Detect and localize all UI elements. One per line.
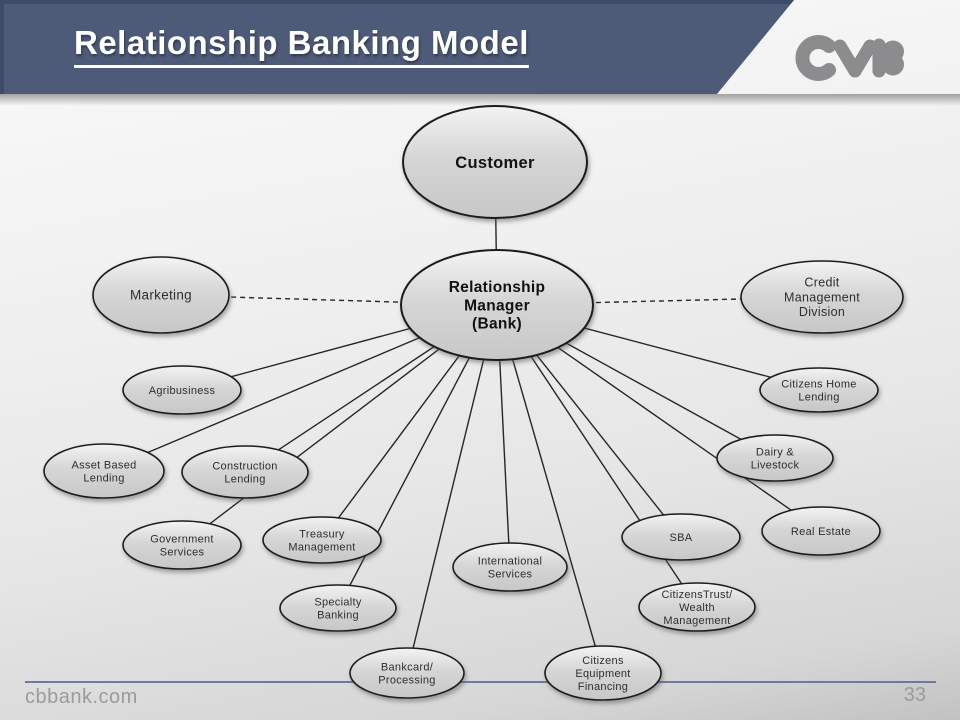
node-ellipse-construction bbox=[181, 445, 309, 499]
node-agribusiness: Agribusiness bbox=[122, 365, 242, 415]
node-label-customer: Customer bbox=[455, 154, 535, 172]
node-customer: Customer bbox=[402, 105, 588, 219]
header-bar bbox=[0, 0, 794, 94]
node-ellipse-credit bbox=[740, 260, 904, 334]
node-ellipse-equipment bbox=[544, 645, 662, 701]
logo-letter-c-icon bbox=[795, 35, 836, 81]
node-ellipse-international bbox=[452, 542, 568, 592]
node-ellipse-sba bbox=[621, 513, 741, 561]
node-label-marketing: Marketing bbox=[130, 288, 192, 303]
node-label-dairy: Dairy &Livestock bbox=[751, 446, 800, 471]
node-bankcard: Bankcard/Processing bbox=[349, 647, 465, 699]
node-ellipse-bankcard bbox=[349, 647, 465, 699]
slide-title: Relationship Banking Model bbox=[74, 24, 529, 68]
header-top-strip bbox=[0, 0, 794, 4]
node-marketing: Marketing bbox=[92, 256, 230, 334]
node-ellipse-asset bbox=[43, 443, 165, 499]
node-realestate: Real Estate bbox=[761, 506, 881, 556]
cvb-logo bbox=[795, 35, 904, 81]
node-label-agribusiness: Agribusiness bbox=[149, 385, 216, 397]
node-ellipse-homelending bbox=[759, 367, 879, 413]
node-label-bankcard: Bankcard/Processing bbox=[378, 661, 435, 686]
node-ellipse-rm bbox=[400, 249, 594, 361]
page-number: 33 bbox=[903, 684, 926, 706]
node-ellipse-treasury bbox=[262, 516, 382, 564]
node-ellipse-government bbox=[122, 520, 242, 570]
node-ellipse-customer bbox=[402, 105, 588, 219]
header-left-strip bbox=[0, 0, 4, 94]
edge-rm-to-bankcard bbox=[406, 304, 498, 674]
edge-rm-to-equipment bbox=[496, 304, 604, 674]
node-ellipse-realestate bbox=[761, 506, 881, 556]
node-sba: SBA bbox=[621, 513, 741, 561]
node-ellipse-dairy bbox=[716, 434, 834, 482]
logo-letter-b-bottom-lobe bbox=[882, 53, 904, 76]
node-label-sba: SBA bbox=[670, 532, 693, 544]
node-ellipse-marketing bbox=[92, 256, 230, 334]
node-ellipse-specialty bbox=[279, 584, 397, 632]
node-ellipse-agribusiness bbox=[122, 365, 242, 415]
node-label-realestate: Real Estate bbox=[791, 526, 851, 538]
footer-divider bbox=[25, 681, 936, 683]
node-dairy: Dairy &Livestock bbox=[716, 434, 834, 482]
logo-letter-v-icon bbox=[833, 39, 877, 78]
footer-url: cbbank.com bbox=[25, 686, 138, 708]
node-ellipse-trust bbox=[638, 582, 756, 632]
